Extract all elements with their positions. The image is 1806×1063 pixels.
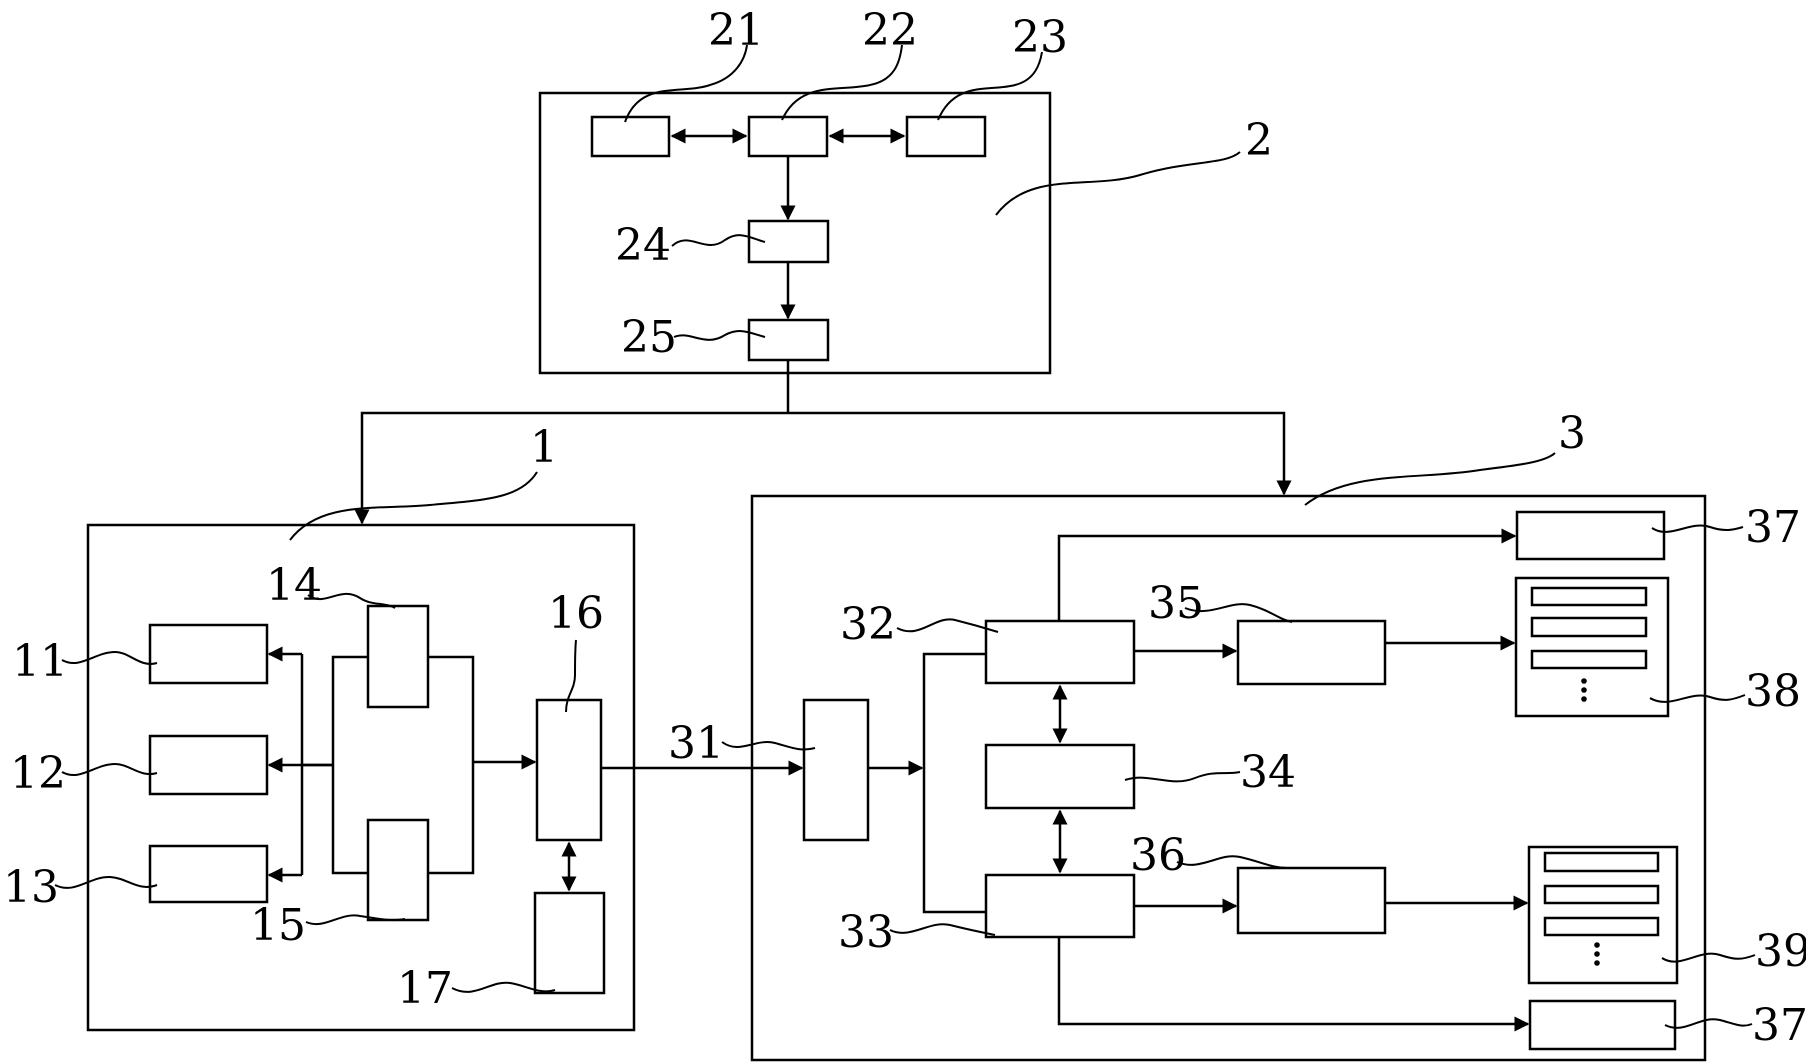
label-22: 22 [862, 5, 918, 56]
label-12: 12 [10, 748, 66, 799]
leader-36 [1176, 855, 1289, 869]
bus-32-33 [922, 652, 986, 914]
label-33: 33 [838, 907, 894, 958]
leader-11 [61, 650, 158, 665]
leader-37b [1664, 1018, 1753, 1029]
leader-25 [673, 330, 766, 341]
leader-12 [61, 762, 158, 777]
block-37-top [1515, 510, 1666, 561]
label-module-2: 2 [1245, 115, 1273, 166]
block-34 [984, 743, 1136, 810]
label-17: 17 [397, 963, 453, 1014]
label-24: 24 [615, 220, 671, 271]
block-38 [1514, 576, 1670, 718]
label-module-3: 3 [1558, 408, 1586, 459]
leader-15 [305, 914, 406, 926]
block-32 [984, 619, 1136, 685]
label-37-bottom: 37 [1752, 1000, 1806, 1051]
block-25 [747, 318, 830, 362]
block-39 [1527, 845, 1679, 985]
leader-1 [289, 471, 538, 541]
label-11: 11 [12, 636, 68, 687]
module-1-frame [86, 523, 636, 1032]
bus-14-15-left [331, 655, 368, 875]
arrow-to-module-1 [354, 411, 788, 525]
leader-24 [671, 234, 766, 247]
block-35 [1236, 619, 1387, 686]
label-36: 36 [1130, 830, 1186, 881]
leader-38 [1649, 694, 1746, 703]
label-15: 15 [250, 900, 306, 951]
label-38: 38 [1745, 666, 1801, 717]
bus-14-15-right [428, 655, 475, 875]
leader-31 [721, 741, 816, 751]
leader-35 [1184, 603, 1293, 623]
block-17 [533, 891, 606, 995]
label-34: 34 [1240, 747, 1296, 798]
block-37-bottom [1528, 999, 1677, 1051]
label-32: 32 [840, 599, 896, 650]
leader-21 [624, 44, 748, 123]
label-39: 39 [1755, 926, 1806, 977]
block-16 [535, 698, 603, 842]
block-36 [1236, 866, 1387, 935]
block-31 [802, 698, 870, 842]
arrow-32-37-top [1057, 528, 1517, 621]
leader-34 [1124, 771, 1241, 783]
label-21: 21 [708, 5, 764, 56]
leader-3 [1304, 452, 1556, 506]
label-14: 14 [266, 560, 322, 611]
label-25: 25 [621, 312, 677, 363]
leader-37a [1651, 524, 1744, 533]
label-13: 13 [3, 862, 59, 913]
block-11 [148, 623, 269, 685]
block-23 [905, 115, 987, 158]
leader-33 [889, 923, 996, 936]
label-16: 16 [548, 588, 604, 639]
block-21 [590, 115, 671, 158]
arrow-33-37-bottom [1057, 937, 1530, 1032]
label-37-top: 37 [1745, 502, 1801, 553]
leader-32 [896, 618, 999, 633]
block-22 [747, 115, 829, 158]
block-12 [148, 734, 269, 796]
leader-39 [1661, 952, 1756, 963]
label-module-1: 1 [530, 422, 558, 473]
label-35: 35 [1148, 578, 1204, 629]
leader-23 [937, 51, 1043, 121]
block-15 [366, 818, 430, 922]
block-14 [366, 604, 430, 709]
leader-2 [995, 151, 1241, 216]
label-23: 23 [1012, 12, 1068, 63]
block-13 [148, 844, 269, 904]
leader-16 [565, 639, 577, 713]
module-3-frame [750, 494, 1707, 1062]
arrow-to-module-3 [788, 411, 1292, 496]
leader-17 [451, 981, 556, 993]
leader-13 [54, 875, 158, 889]
label-31: 31 [668, 718, 724, 769]
leader-22 [781, 44, 903, 121]
block-33 [984, 873, 1136, 939]
module-2-frame [538, 91, 1052, 375]
leader-14 [307, 592, 396, 609]
